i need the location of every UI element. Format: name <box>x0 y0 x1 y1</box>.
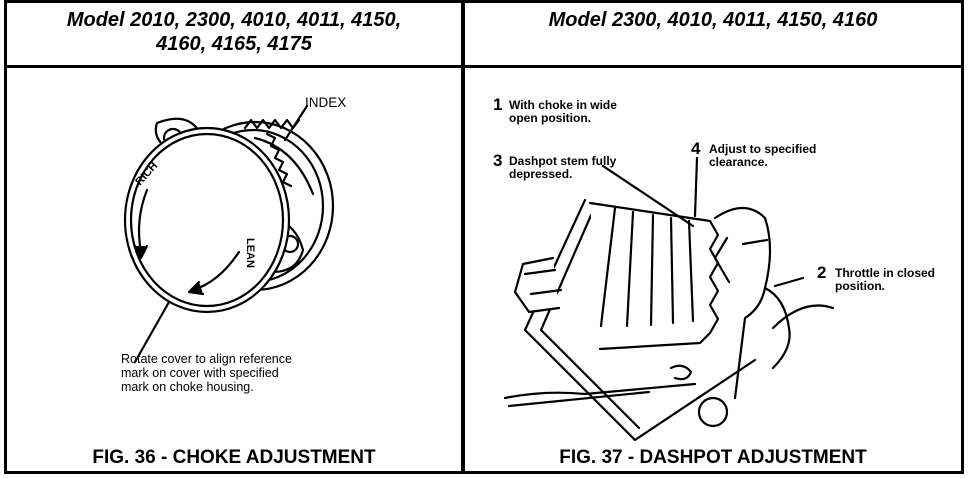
choke-note-line2: mark on cover with specified <box>121 366 279 380</box>
choke-illustration: RICH LEAN <box>123 104 335 364</box>
callout-1-line1: With choke in wide <box>509 98 617 112</box>
callout-2-line1: Throttle in closed <box>835 266 936 280</box>
left-header: Model 2010, 2300, 4010, 4011, 4150, 4160… <box>7 3 461 65</box>
callout-3-text: Dashpot stem fully depressed. <box>509 155 616 181</box>
column-divider <box>461 3 465 471</box>
fig37-panel: 1 With choke in wide open position. 3 Da… <box>465 68 961 471</box>
callout-3-line2: depressed. <box>509 167 573 181</box>
right-header: Model 2300, 4010, 4011, 4150, 4160 <box>465 3 961 65</box>
callout-4-number: 4 <box>691 139 701 158</box>
callout-2-text: Throttle in closed position. <box>835 267 935 293</box>
left-header-line1: Model 2010, 2300, 4010, 4011, 4150, <box>66 9 402 31</box>
callout-4-line1: Adjust to specified <box>709 142 817 156</box>
callout-2-number: 2 <box>817 263 827 282</box>
callout-1-line2: open position. <box>509 111 591 125</box>
callout-4-text: Adjust to specified clearance. <box>709 143 816 169</box>
fig36-caption: FIG. 36 - CHOKE ADJUSTMENT <box>92 447 376 468</box>
callout-3-number: 3 <box>493 151 503 170</box>
choke-note-line1: Rotate cover to align reference <box>121 352 292 366</box>
left-header-line2: 4160, 4165, 4175 <box>156 33 312 55</box>
fig36-panel: RICH LEAN INDEX Rotate cover to align re… <box>7 68 461 471</box>
callout-1-number: 1 <box>493 95 503 114</box>
callout-4-line2: clearance. <box>709 155 768 169</box>
index-label: INDEX <box>305 95 347 110</box>
fig37-caption: FIG. 37 - DASHPOT ADJUSTMENT <box>559 447 867 468</box>
header-divider <box>7 65 961 68</box>
callout-1-text: With choke in wide open position. <box>509 99 617 125</box>
dashpot-illustration <box>503 156 835 442</box>
callout-2-line2: position. <box>835 279 885 293</box>
choke-note-line3: mark on choke housing. <box>121 380 254 394</box>
lean-label: LEAN <box>244 238 256 268</box>
choke-note: Rotate cover to align reference mark on … <box>121 352 292 394</box>
right-header-text: Model 2300, 4010, 4011, 4150, 4160 <box>548 9 878 31</box>
callout-3-line1: Dashpot stem fully <box>509 154 617 168</box>
document-sheet: Model 2010, 2300, 4010, 4011, 4150, 4160… <box>4 0 964 474</box>
